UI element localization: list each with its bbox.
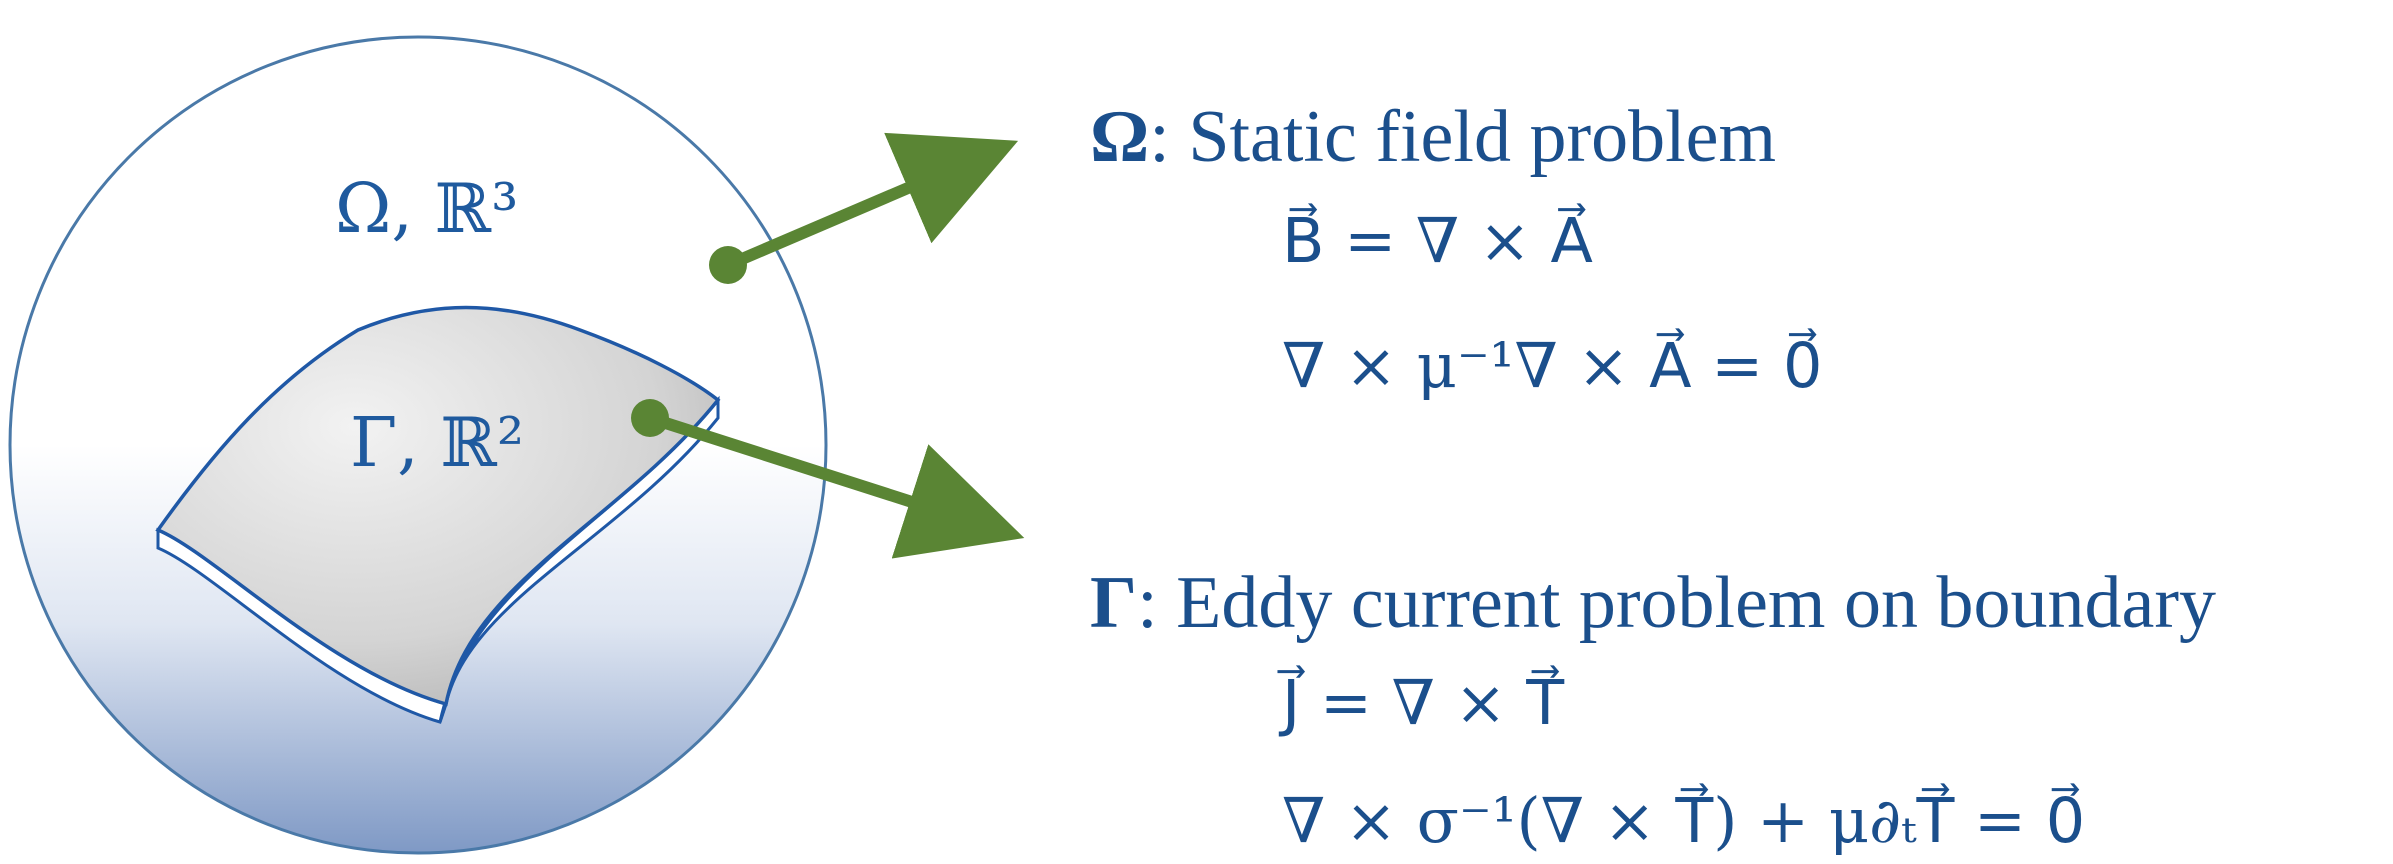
gamma-panel-title: : Eddy current problem on boundary xyxy=(1137,562,2216,644)
gamma-equation-1: J⃗ = ∇ × T⃗ xyxy=(1282,666,1565,739)
gamma-symbol: Γ xyxy=(1090,562,1138,644)
omega-symbol: Ω xyxy=(1090,96,1150,178)
gamma-panel-heading: Γ: Eddy current problem on boundary xyxy=(1090,566,2216,640)
omega-equation-1: B⃗ = ∇ × A⃗ xyxy=(1282,204,1593,277)
gamma-equation-2: ∇ × σ⁻¹(∇ × T⃗) + μ∂ₜT⃗ = 0⃗ xyxy=(1282,784,2086,857)
omega-pointer-arrow xyxy=(725,132,1019,271)
omega-panel-title: : Static field problem xyxy=(1149,96,1777,178)
omega-equation-2: ∇ × μ⁻¹∇ × A⃗ = 0⃗ xyxy=(1282,329,1823,402)
omega-panel-heading: Ω: Static field problem xyxy=(1090,100,1776,174)
omega-pointer-dot xyxy=(709,246,747,284)
gamma-pointer-dot xyxy=(631,399,669,437)
omega-domain-label: Ω, ℝ³ xyxy=(335,170,518,249)
gamma-pointer-arrow xyxy=(648,412,1025,559)
gamma-domain-label: Γ, ℝ² xyxy=(350,404,524,483)
sheet-edge-right xyxy=(438,395,720,723)
sheet-boundary xyxy=(155,305,721,707)
